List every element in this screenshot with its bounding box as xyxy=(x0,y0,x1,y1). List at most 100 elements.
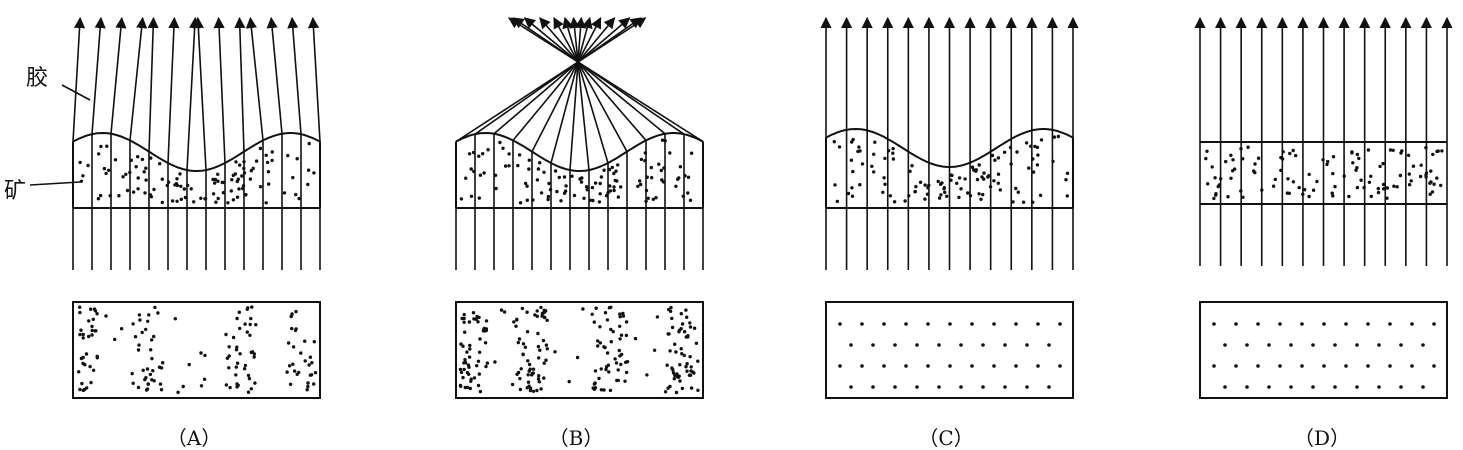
particle-dot-a xyxy=(211,177,215,182)
pattern-dot-b xyxy=(472,317,476,321)
particle-dot-a xyxy=(165,183,169,188)
particle-dot-a xyxy=(242,166,246,171)
particle-dot-a xyxy=(233,172,237,176)
pattern-dot-a xyxy=(90,333,94,337)
particle-dot-c xyxy=(974,168,978,172)
particle-dot-b xyxy=(525,184,529,188)
pattern-dot-b xyxy=(541,311,545,316)
pattern-dot-b xyxy=(482,329,487,333)
particle-dot-c xyxy=(832,140,836,144)
particle-dot-d xyxy=(1212,196,1216,201)
pattern-dot-b xyxy=(539,387,543,391)
particle-dot-a xyxy=(236,177,240,181)
particle-dot-c xyxy=(1014,186,1018,191)
particle-dot-b xyxy=(639,157,644,162)
pattern-dot-b xyxy=(689,386,694,390)
pattern-dot-a xyxy=(238,326,242,331)
pattern-dot-b xyxy=(512,320,516,324)
pattern-dot-c xyxy=(937,385,941,389)
pattern-dot-b xyxy=(542,376,546,380)
pattern-dot-b xyxy=(525,330,530,334)
pattern-dot-b xyxy=(674,390,679,395)
pattern-dot-b xyxy=(623,379,627,383)
particle-dot-b xyxy=(638,179,642,183)
particle-dot-a xyxy=(214,200,218,204)
particle-dot-c xyxy=(982,171,986,175)
particle-dot-c xyxy=(959,187,963,191)
particle-dot-c xyxy=(981,192,985,197)
pattern-dot-a xyxy=(252,352,256,356)
particle-dot-a xyxy=(306,182,310,187)
particle-dot-a xyxy=(182,187,186,191)
particle-dot-b xyxy=(507,164,511,168)
pattern-dot-a xyxy=(287,364,292,368)
particle-dot-a xyxy=(178,172,182,176)
pattern-dot-b xyxy=(606,363,611,367)
particle-dot-c xyxy=(1065,194,1070,198)
pattern-dot-a xyxy=(238,352,242,356)
pattern-dot-a xyxy=(303,339,307,343)
pattern-dot-d xyxy=(1399,343,1403,347)
particle-dot-c xyxy=(1021,200,1026,204)
pattern-dot-b xyxy=(478,389,483,394)
particle-dot-b xyxy=(563,189,568,193)
pattern-dot-a xyxy=(312,382,316,386)
pattern-dot-d xyxy=(1377,343,1381,347)
particle-dot-b xyxy=(548,187,553,192)
particle-dot-b xyxy=(467,152,472,156)
particle-dot-d xyxy=(1347,194,1351,199)
pattern-dot-b xyxy=(460,316,464,321)
pattern-dot-b xyxy=(694,341,699,345)
pattern-dot-b xyxy=(618,312,622,316)
particle-dot-a xyxy=(286,153,290,158)
pattern-dot-b xyxy=(607,370,611,374)
ray-arrow-a xyxy=(186,16,201,171)
particle-dot-b xyxy=(588,198,592,202)
particle-dot-a xyxy=(183,195,188,200)
particle-dot-c xyxy=(936,179,940,184)
particle-dot-a xyxy=(152,187,156,192)
particle-dot-d xyxy=(1367,180,1372,184)
particle-dot-c xyxy=(998,188,1002,192)
particle-dot-d xyxy=(1280,157,1285,161)
pattern-dot-a xyxy=(95,354,99,358)
pattern-dot-c xyxy=(882,364,886,368)
pattern-dot-a xyxy=(249,387,253,391)
pattern-dot-b xyxy=(484,319,489,323)
particle-dot-c xyxy=(950,173,954,178)
particle-dot-c xyxy=(888,194,893,198)
pattern-dot-b xyxy=(459,342,463,346)
particle-dot-d xyxy=(1246,145,1250,149)
particle-dot-a xyxy=(121,175,125,179)
particle-dot-a xyxy=(306,168,311,172)
pattern-dot-b xyxy=(624,333,629,338)
particle-dot-d xyxy=(1429,169,1433,173)
particle-dot-c xyxy=(1011,200,1015,204)
particle-dot-b xyxy=(689,151,694,155)
pattern-dot-a xyxy=(87,319,91,323)
particle-dot-c xyxy=(891,146,895,151)
particle-dot-a xyxy=(86,163,90,168)
particle-dot-a xyxy=(192,200,196,204)
pattern-dot-a xyxy=(133,335,138,339)
particle-dot-d xyxy=(1439,183,1443,188)
particle-dot-b xyxy=(464,176,468,180)
pattern-dot-c xyxy=(838,322,842,326)
particle-dot-d xyxy=(1407,183,1412,187)
particle-dot-a xyxy=(136,176,140,180)
pattern-dot-b xyxy=(673,342,677,346)
particle-dot-a xyxy=(128,170,132,175)
particle-dot-b xyxy=(536,167,541,171)
particle-dot-d xyxy=(1406,153,1411,157)
particle-dot-d xyxy=(1432,182,1436,186)
particle-dot-b xyxy=(518,201,523,205)
pattern-dot-b xyxy=(680,322,685,326)
particle-dot-d xyxy=(1351,161,1355,165)
pattern-dot-a xyxy=(248,322,252,327)
pattern-dot-a xyxy=(250,305,254,309)
pattern-dot-b xyxy=(531,367,536,371)
particle-dot-c xyxy=(1029,144,1033,148)
particle-dot-c xyxy=(918,180,923,184)
particle-dot-a xyxy=(297,196,301,201)
pattern-dot-b xyxy=(515,317,519,321)
